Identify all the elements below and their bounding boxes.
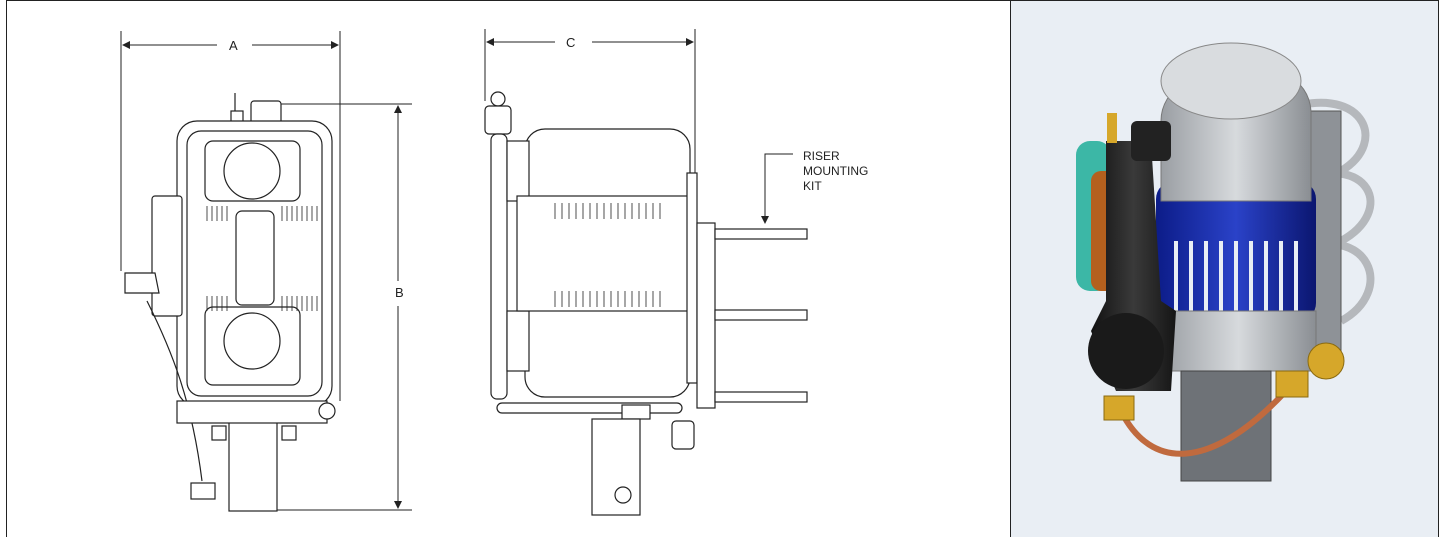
- technical-drawing-panel: A B C RISER MOUNTING KIT: [7, 1, 1010, 537]
- front-view-ribs: [206, 206, 318, 311]
- brass-elbow: [1307, 342, 1345, 380]
- drawing-frame: [6, 0, 1439, 537]
- top-port: [1131, 121, 1171, 161]
- riser-mounting-kit-callout: RISER MOUNTING KIT: [803, 149, 869, 193]
- brass-fitting-right: [1275, 370, 1309, 398]
- line-drawings: [120, 29, 808, 516]
- base-block: [1180, 370, 1272, 482]
- callout-leader: [761, 153, 793, 224]
- side-view: [484, 91, 808, 516]
- side-view-ribs: [554, 203, 661, 307]
- dimension-c-label: C: [562, 35, 580, 50]
- motor-vents: [1174, 241, 1298, 311]
- copper-tube: [1118, 388, 1289, 457]
- dimension-a-label: A: [225, 38, 242, 53]
- pump-head: [1160, 310, 1317, 372]
- brass-valve: [1107, 113, 1117, 143]
- front-view: [124, 93, 336, 512]
- render-panel: [1011, 1, 1438, 537]
- product-3d-render: [1076, 42, 1375, 482]
- intake-cap: [1088, 313, 1164, 389]
- panel-divider: [1010, 0, 1011, 537]
- fan-grille: [1160, 42, 1302, 120]
- brass-fitting-left: [1103, 395, 1135, 421]
- dimension-b-label: B: [391, 285, 408, 300]
